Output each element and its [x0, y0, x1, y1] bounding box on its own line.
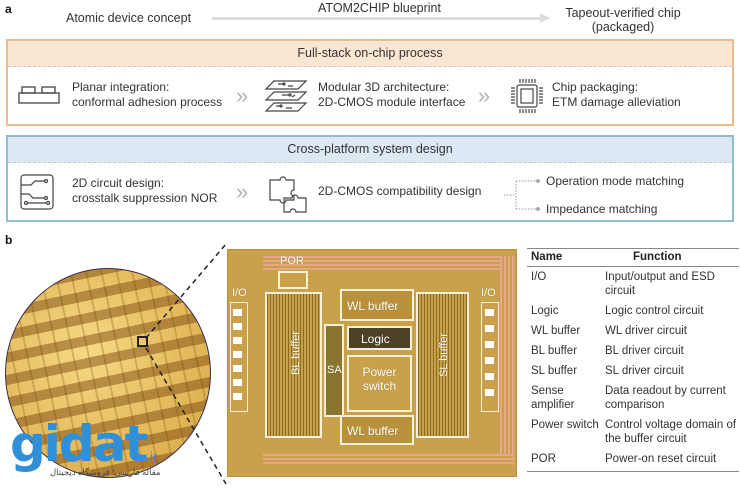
step-line1: Chip packaging: — [552, 80, 639, 94]
block-bl-buffer: BL buffer — [265, 292, 322, 438]
cell-function: Data readout by current comparison — [605, 385, 726, 411]
block-io-left — [230, 302, 248, 412]
header-function: Function — [605, 248, 739, 267]
chevron-right-icon: » — [236, 83, 249, 108]
cell-function: Power-on reset circuit — [605, 449, 739, 472]
design-step-circuit: 2D circuit design: crosstalk suppression… — [72, 176, 217, 206]
label-por: POR — [280, 255, 304, 267]
watermark-tld: .ir — [146, 449, 158, 464]
power-line1: Power — [362, 365, 397, 379]
label-wl-buffer-bottom: WL buffer — [347, 424, 399, 438]
planar-blocks-icon — [18, 86, 60, 104]
timeline-start: Atomic device concept — [66, 11, 192, 25]
block-power-switch: Power switch — [347, 355, 412, 412]
design-box-title: Cross-platform system design — [8, 137, 732, 163]
cell-name: POR — [527, 449, 605, 472]
cell-name: BL buffer — [531, 345, 578, 357]
cell-function: SL driver circuit — [605, 365, 684, 377]
panel-b-label: b — [5, 233, 13, 247]
cell-name: Logic — [531, 305, 559, 317]
table-row: BL buffer BL driver circuit — [527, 341, 739, 361]
table-header-row: Name Function — [527, 248, 739, 267]
zoom-guide-lines — [145, 243, 227, 485]
label-sa: SA — [327, 364, 342, 376]
process-box-title: Full-stack on-chip process — [8, 41, 732, 67]
block-sl-buffer: SL buffer — [416, 292, 469, 438]
circuit-board-icon — [20, 174, 54, 210]
cell-function: Logic control circuit — [605, 305, 704, 317]
cell-function: Input/output and ESD circuit — [605, 271, 715, 297]
step-line2: ETM damage alleviation — [552, 95, 681, 109]
process-step-modular: Modular 3D architecture: 2D-CMOS module … — [318, 80, 465, 110]
block-por — [278, 271, 308, 289]
watermark-brand: gidat — [10, 415, 148, 473]
process-step-packaging: Chip packaging: ETM damage alleviation — [552, 80, 681, 110]
table-row: POR Power-on reset circuit — [527, 449, 739, 472]
block-wl-buffer-bottom: WL buffer — [340, 415, 414, 445]
step-line2: 2D-CMOS module interface — [318, 95, 466, 109]
branch-impedance: Impedance matching — [546, 202, 658, 216]
chevron-right-icon: » — [478, 83, 491, 108]
power-line2: switch — [362, 379, 397, 393]
wafer-zoom-marker — [137, 336, 148, 347]
cell-function: Control voltage domain of the buffer cir… — [605, 419, 737, 445]
label-io-left: I/O — [232, 287, 247, 299]
block-sa: SA — [324, 324, 344, 417]
timeline-end-line2: (packaged) — [591, 20, 655, 34]
block-io-right — [481, 302, 499, 412]
watermark: gidat.ir مقاله فارسی؛ فروشگاه دیجیتال — [10, 415, 161, 478]
cell-name: Power switch — [531, 419, 599, 431]
puzzle-icon — [269, 176, 307, 213]
top-bus — [263, 256, 513, 270]
step-line2: crosstalk suppression NOR — [72, 191, 218, 205]
table-row: WL buffer WL driver circuit — [527, 321, 739, 341]
cross-platform-design-box: Cross-platform system design 2D circuit … — [6, 135, 734, 222]
table-row: I/O Input/output and ESD circuit — [527, 267, 739, 302]
design-step-compatibility: 2D-CMOS compatibility design — [318, 184, 482, 198]
chip-micrograph: POR I/O BL buffer WL buffer SA Logic Pow… — [227, 249, 517, 477]
cell-name: SL buffer — [531, 365, 578, 377]
timeline-arrowhead-icon — [540, 13, 550, 23]
timeline-arrow-line — [212, 17, 542, 20]
watermark-subtitle: مقاله فارسی؛ فروشگاه دیجیتال — [50, 467, 161, 477]
table-row: Logic Logic control circuit — [527, 301, 739, 321]
panel-a-label: a — [5, 2, 12, 16]
step-line1: Planar integration: — [72, 80, 170, 94]
right-bus — [500, 256, 514, 466]
stacked-layers-icon — [264, 80, 308, 112]
branch-operation-mode: Operation mode matching — [546, 174, 685, 188]
timeline-end-line1: Tapeout-verified chip — [565, 6, 681, 20]
table-row: SL buffer SL driver circuit — [527, 361, 739, 381]
chevron-right-icon: » — [236, 179, 249, 204]
bottom-bus — [263, 454, 513, 466]
label-wl-buffer-top: WL buffer — [347, 299, 399, 313]
step-line1: Modular 3D architecture: — [318, 80, 450, 94]
timeline-end: Tapeout-verified chip (packaged) — [558, 6, 688, 34]
block-wl-buffer-top: WL buffer — [340, 289, 414, 321]
full-stack-process-box: Full-stack on-chip process Planar integr… — [6, 39, 734, 126]
process-step-planar: Planar integration: conformal adhesion p… — [72, 80, 222, 110]
function-table: Name Function I/O Input/output and ESD c… — [527, 248, 739, 472]
branch-connector-icon — [504, 179, 540, 211]
step-line1: 2D circuit design: — [72, 176, 165, 190]
table-row: Power switch Control voltage domain of t… — [527, 415, 739, 449]
cell-function: BL driver circuit — [605, 345, 684, 357]
cell-name: Sense amplifier — [531, 385, 575, 411]
label-power-switch: Power switch — [349, 365, 410, 393]
label-logic: Logic — [361, 332, 390, 346]
label-io-right: I/O — [481, 287, 496, 299]
cell-function: WL driver circuit — [605, 325, 687, 337]
timeline-middle: ATOM2CHIP blueprint — [318, 1, 441, 15]
label-sl-buffer: SL buffer — [438, 332, 450, 377]
cell-name: I/O — [531, 271, 547, 283]
label-bl-buffer: BL buffer — [290, 330, 302, 375]
step-line2: conformal adhesion process — [72, 95, 223, 109]
header-name: Name — [527, 248, 605, 267]
block-logic: Logic — [347, 326, 412, 350]
cell-name: WL buffer — [531, 325, 581, 337]
chip-package-icon — [511, 79, 543, 113]
table-row: Sense amplifier Data readout by current … — [527, 381, 739, 415]
